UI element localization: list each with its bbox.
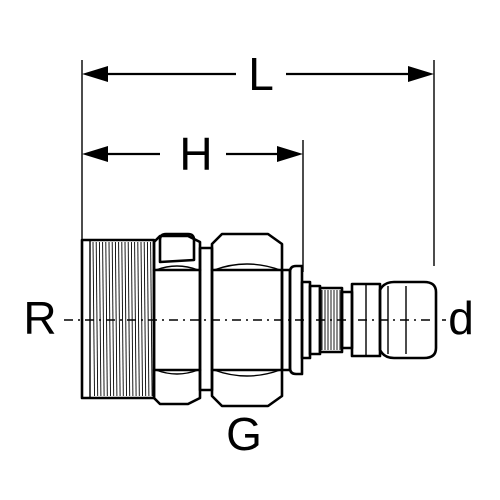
height-dimension: H — [82, 128, 303, 180]
spacer-ring — [198, 246, 214, 392]
nut-label: G — [226, 408, 262, 460]
arrow-right-icon — [277, 146, 303, 162]
pipe-diameter-label: d — [448, 292, 474, 344]
hex-nut-body — [152, 232, 202, 406]
arrow-right-icon — [408, 66, 434, 82]
hex-nut-g — [210, 232, 284, 408]
height-label: H — [179, 128, 212, 180]
arrow-left-icon — [82, 146, 108, 162]
thread-label: R — [23, 292, 56, 344]
arrow-left-icon — [82, 66, 108, 82]
threaded-body — [80, 238, 156, 400]
length-label: L — [248, 48, 274, 100]
length-dimension: L — [82, 48, 434, 100]
